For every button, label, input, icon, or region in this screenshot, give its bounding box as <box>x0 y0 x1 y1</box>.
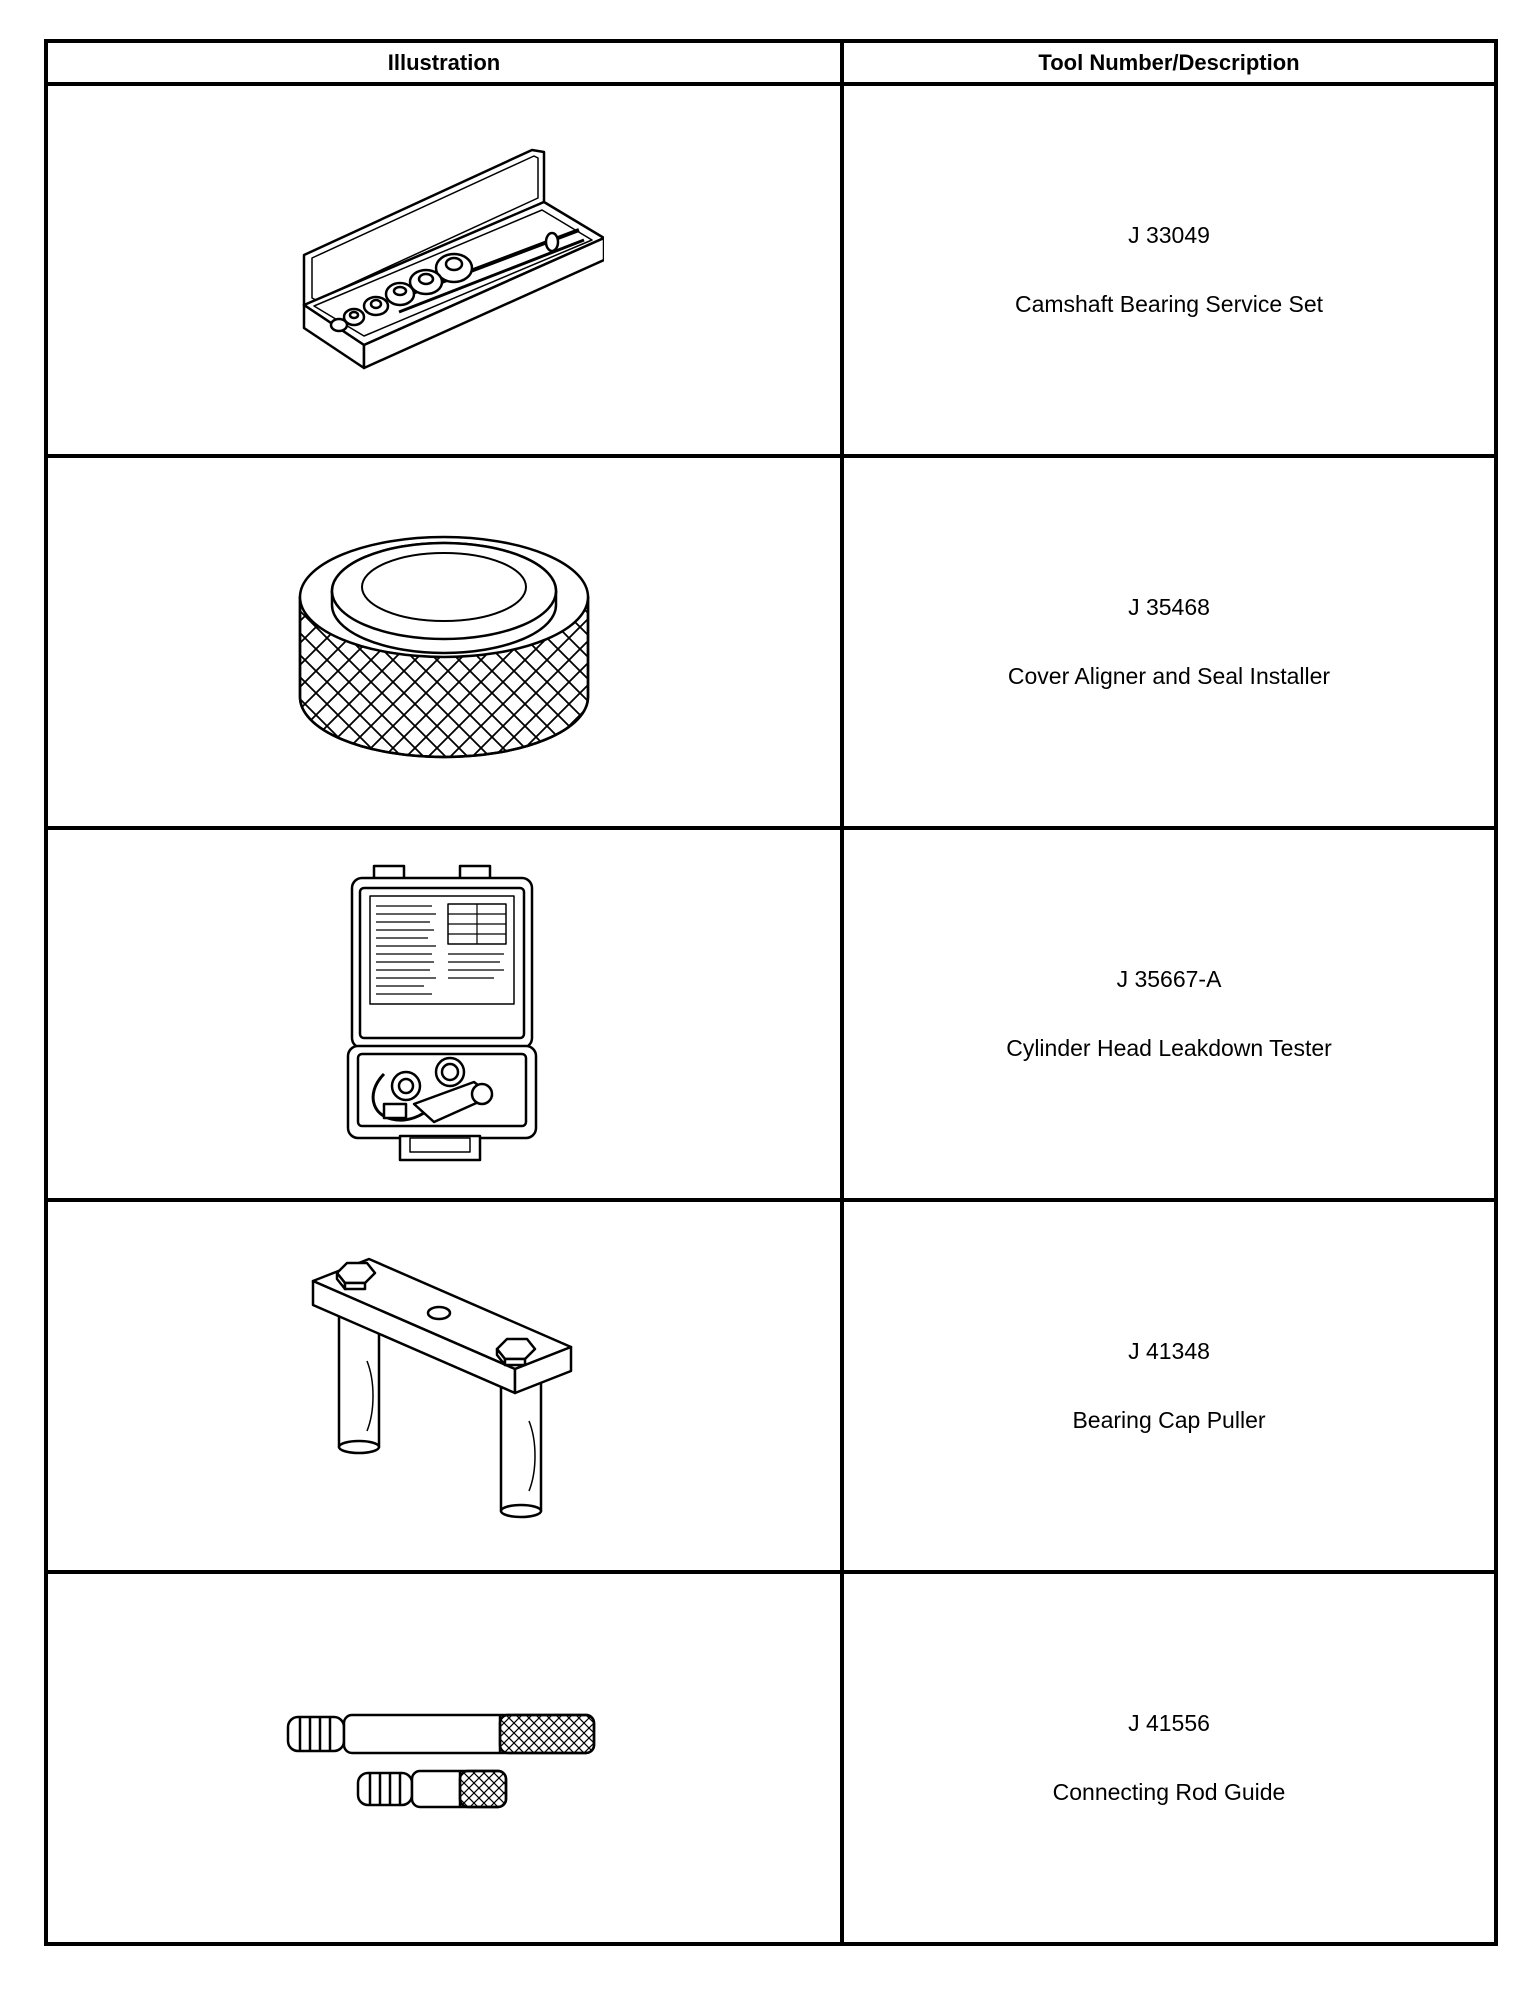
illustration-cell <box>44 1198 844 1574</box>
tool-description-cell: J 33049 Camshaft Bearing Service Set <box>840 82 1498 458</box>
tool-name: Cylinder Head Leakdown Tester <box>1006 1035 1332 1061</box>
table-row: J 35667-A Cylinder Head Leakdown Tester <box>44 826 1498 1202</box>
tool-name: Connecting Rod Guide <box>1052 1779 1286 1805</box>
illustration-cell <box>44 1570 844 1946</box>
tool-name: Bearing Cap Puller <box>1072 1407 1266 1433</box>
header-illustration: Illustration <box>44 39 844 86</box>
connecting-rod-guide-illustration <box>286 1713 596 1809</box>
tool-number: J 35468 <box>1128 594 1210 620</box>
cover-aligner-illustration <box>298 535 590 759</box>
table-row: J 41348 Bearing Cap Puller <box>44 1198 1498 1574</box>
table-row: J 33049 Camshaft Bearing Service Set <box>44 82 1498 458</box>
illustration-cell <box>44 454 844 830</box>
tool-number: J 41556 <box>1128 1710 1210 1736</box>
special-tools-table: Illustration Tool Number/Description <box>44 39 1498 1946</box>
tool-description-cell: J 41556 Connecting Rod Guide <box>840 1570 1498 1946</box>
illustration-cell <box>44 826 844 1202</box>
tool-number: J 33049 <box>1128 222 1210 248</box>
table-row: J 35468 Cover Aligner and Seal Installer <box>44 454 1498 830</box>
tool-number: J 41348 <box>1128 1338 1210 1364</box>
header-row: Illustration Tool Number/Description <box>44 39 1498 86</box>
tool-number: J 35667-A <box>1116 966 1222 992</box>
tool-description-cell: J 41348 Bearing Cap Puller <box>840 1198 1498 1574</box>
table-row: J 41556 Connecting Rod Guide <box>44 1570 1498 1946</box>
header-tool-description: Tool Number/Description <box>840 39 1498 86</box>
tool-name: Camshaft Bearing Service Set <box>1014 291 1324 317</box>
tool-name: Cover Aligner and Seal Installer <box>1007 663 1331 689</box>
tool-description-cell: J 35468 Cover Aligner and Seal Installer <box>840 454 1498 830</box>
bearing-cap-puller-illustration <box>311 1257 573 1519</box>
tool-description-cell: J 35667-A Cylinder Head Leakdown Tester <box>840 826 1498 1202</box>
illustration-cell <box>44 82 844 458</box>
camshaft-bearing-set-illustration <box>302 148 604 370</box>
leakdown-tester-case-illustration <box>346 864 538 1162</box>
